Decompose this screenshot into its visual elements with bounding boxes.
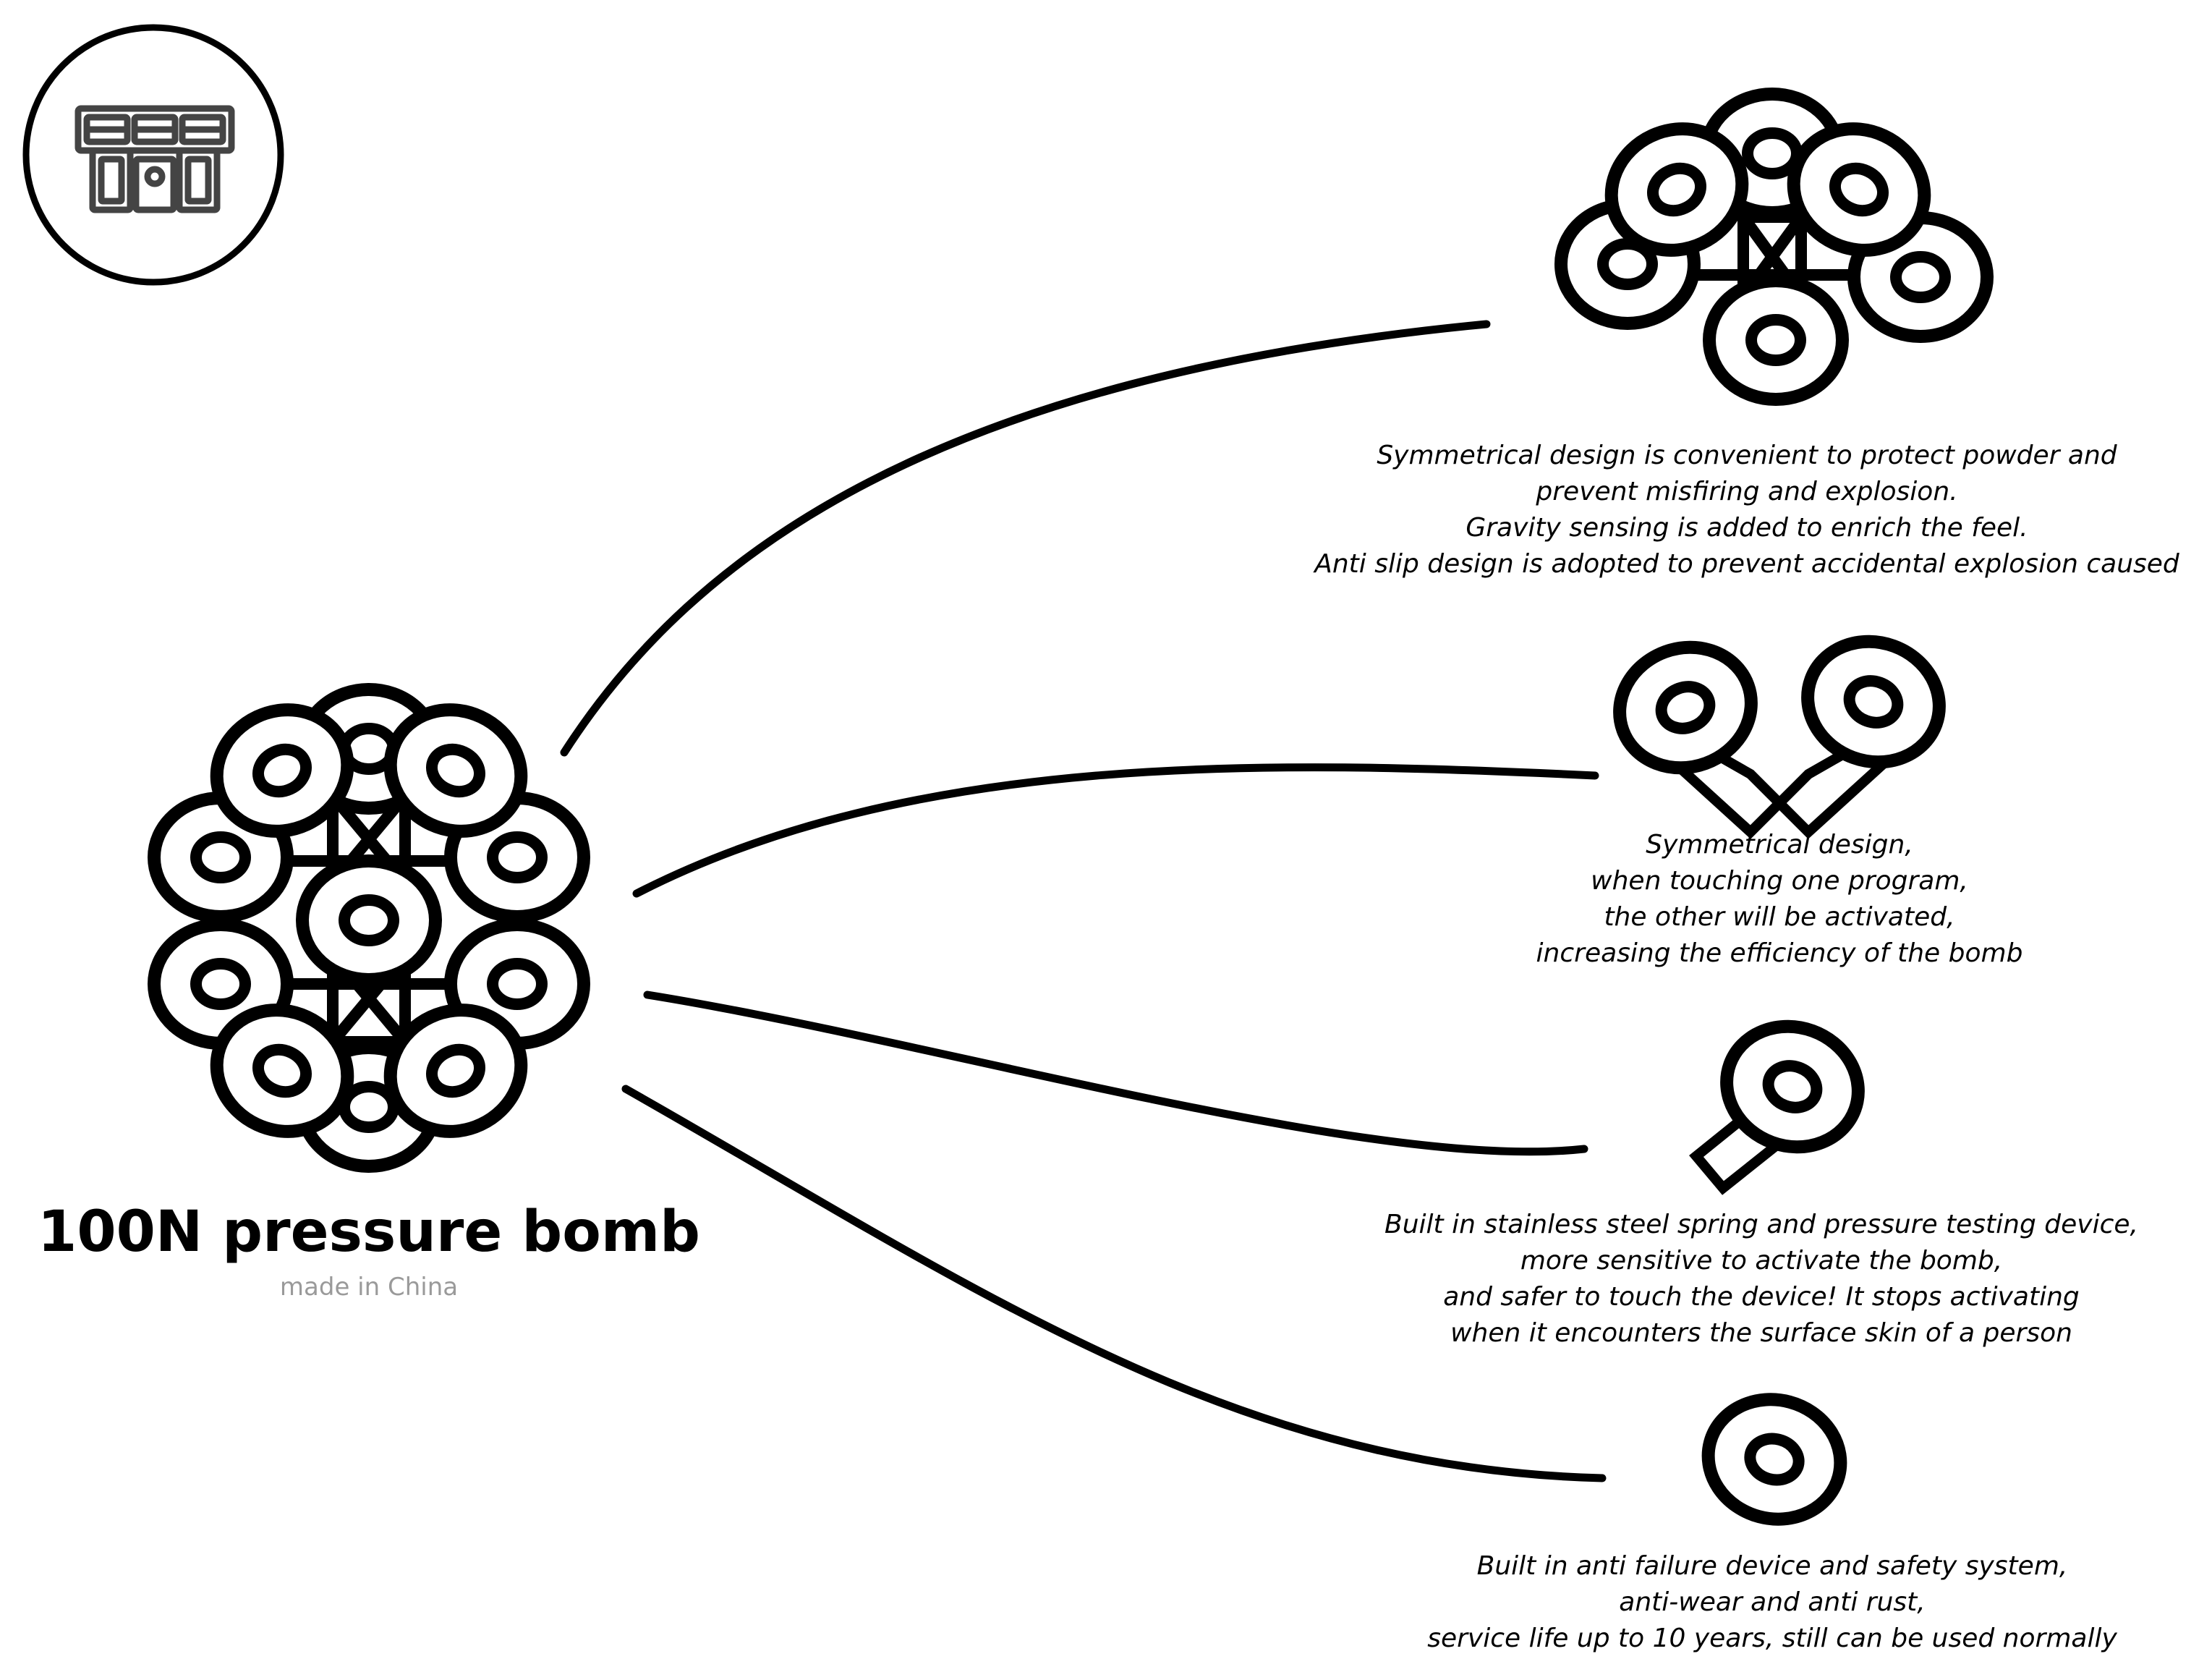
connector-curve-2: [632, 763, 1599, 898]
connector-curve-3: [643, 990, 1588, 1156]
feature-3-line-3: and safer to touch the device! It stops …: [1443, 1282, 2080, 1312]
spring-pressure-disc-icon: [1689, 1008, 1875, 1195]
single-disc-icon: [1695, 1385, 1854, 1534]
feature-description-3: Built in stainless steel spring and pres…: [1338, 1207, 2185, 1352]
feature-4-line-2: anti-wear and anti rust,: [1619, 1587, 1926, 1617]
feature-4-line-3: service life up to 10 years, still can b…: [1427, 1624, 2117, 1653]
feature-3-line-2: more sensitive to activate the bomb,: [1520, 1246, 2003, 1276]
connector-curve-1: [560, 320, 1491, 757]
connector-curve-4: [621, 1085, 1607, 1482]
monogram-logo-icon: [22, 24, 284, 286]
feature-3-line-4: when it encounters the surface skin of a…: [1450, 1318, 2072, 1348]
feature-3-line-1: Built in stainless steel spring and pres…: [1384, 1210, 2138, 1239]
feature-1-line-3: Gravity sensing is added to enrich the f…: [1466, 513, 2028, 543]
page-title: 100N pressure bomb: [38, 1200, 700, 1265]
feature-2-line-4: increasing the efficiency of the bomb: [1536, 938, 2023, 968]
pressure-bomb-icon: [154, 689, 584, 1166]
feature-description-1: Symmetrical design is convenient to prot…: [1288, 438, 2206, 582]
feature-2-line-3: the other will be activated,: [1604, 902, 1955, 932]
feature-description-4: Built in anti failure device and safety …: [1374, 1548, 2170, 1657]
feature-4-line-1: Built in anti failure device and safety …: [1476, 1551, 2068, 1581]
feature-2-line-1: Symmetrical design,: [1646, 830, 1913, 860]
feature-2-line-2: when touching one program,: [1591, 866, 1968, 896]
feature-1-line-2: prevent misfiring and explosion.: [1536, 477, 1958, 506]
twin-linked-disc-icon: [1603, 623, 1957, 839]
seven-disc-flower-icon: [1561, 94, 1987, 399]
feature-1-line-4: Anti slip design is adopted to prevent a…: [1314, 549, 2179, 579]
made-in-caption: made in China: [279, 1273, 459, 1302]
feature-description-2: Symmetrical design, when touching one pr…: [1476, 827, 2083, 972]
feature-1-line-1: Symmetrical design is convenient to prot…: [1377, 441, 2117, 470]
